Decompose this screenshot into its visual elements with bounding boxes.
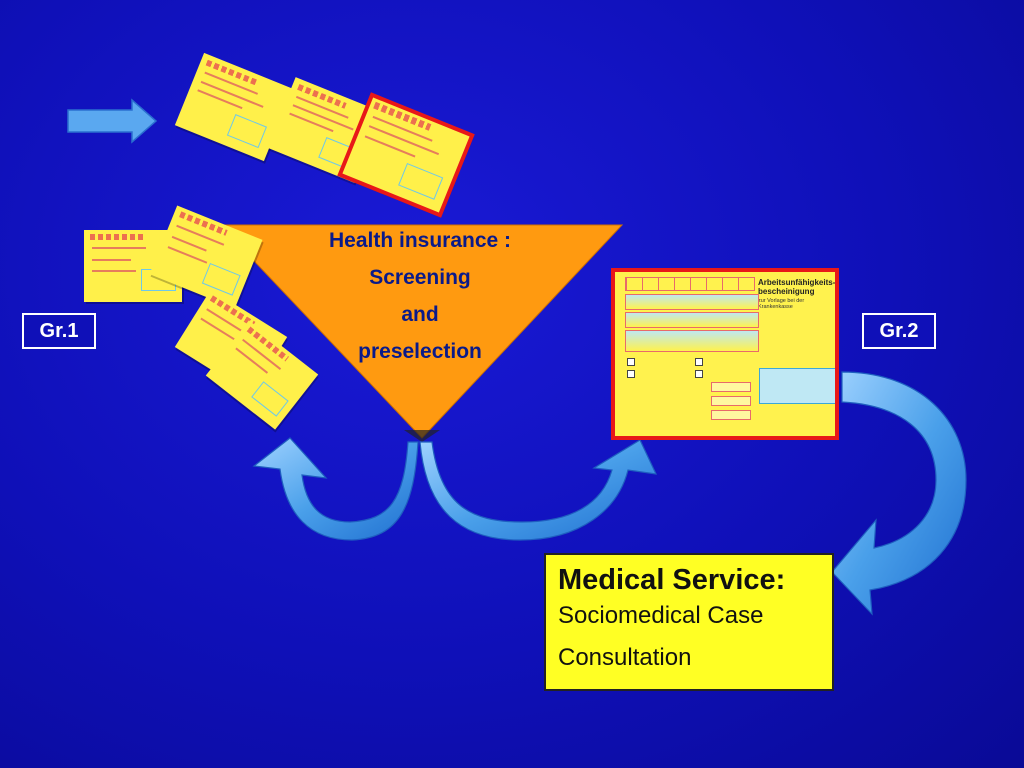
funnel-line: Health insurance : [328,229,512,252]
funnel-line: preselection [358,340,482,363]
medical-service-line: Sociomedical Case [558,602,764,629]
entry-arrow [67,98,158,144]
funnel-line: and [401,303,439,326]
curved-arrow-service [831,371,967,616]
certificate-title: Arbeitsunfähigkeits-bescheinigung [758,278,836,296]
medical-service-title: Medical Service: [558,564,786,596]
funnel-label: Health insurance : Screening and presele… [300,222,540,370]
group-label-gr2: Gr.2 [862,313,936,349]
funnel-line: Screening [369,266,471,289]
stamp-box [759,368,835,404]
funnel-shape [218,224,624,439]
medical-service-line: Consultation [558,644,692,671]
curved-arrow-right [419,439,658,541]
certificate-document: Arbeitsunfähigkeits-bescheinigung zur Vo… [611,268,839,440]
medical-service-box: Medical Service: Sociomedical Case Consu… [544,553,834,691]
curved-arrow-left [252,437,419,541]
certificate-subtitle: zur Vorlage bei der Krankenkasse [758,298,805,310]
group-label-gr1: Gr.1 [22,313,96,349]
